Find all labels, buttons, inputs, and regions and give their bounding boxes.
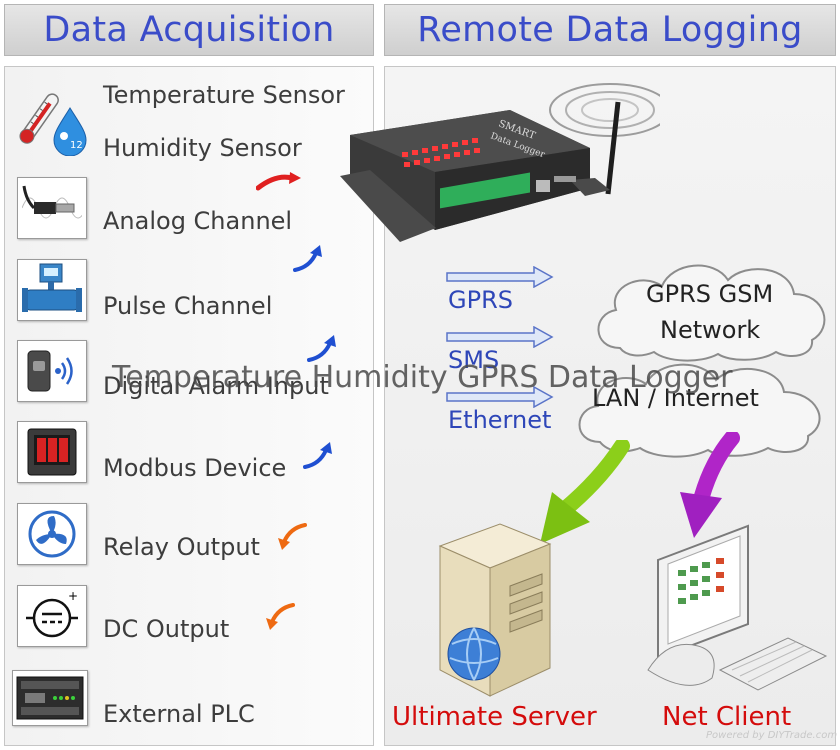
client-label: Net Client <box>662 702 792 732</box>
arrow-green-icon <box>540 440 630 544</box>
protocol-gprs: GPRS <box>448 286 513 314</box>
server-icon <box>430 520 590 698</box>
lan-cloud-label: LAN / Internet <box>592 384 759 412</box>
arrow-ethernet-icon <box>446 386 554 408</box>
arrow-gprs-icon <box>446 266 554 288</box>
remote-data-logging-title: Remote Data Logging <box>417 10 803 50</box>
input-label-humidity: Humidity Sensor <box>103 134 302 162</box>
wireless-alarm-icon <box>17 340 87 402</box>
arrow-blue-icon <box>307 335 336 362</box>
input-label-temperature: Temperature Sensor <box>103 81 345 109</box>
flow-meter-icon <box>17 259 87 321</box>
overlay-title: Temperature Humidity GPRS Data Logger <box>112 360 733 395</box>
lan-cloud-icon <box>578 363 821 458</box>
data-logger-device: SMART Data Logger <box>340 70 671 270</box>
arrow-blue-icon <box>293 245 322 272</box>
input-label-analog: Analog Channel <box>103 207 293 235</box>
arrow-orange-icon <box>278 523 307 550</box>
gsm-cloud-icon <box>597 264 826 362</box>
input-label-plc: External PLC <box>103 700 255 728</box>
data-acquisition-title: Data Acquisition <box>43 10 335 50</box>
client-computer-icon <box>628 520 828 698</box>
data-acquisition-header: Data Acquisition <box>4 4 374 56</box>
input-label-dc-output: DC Output <box>103 615 230 643</box>
arrow-blue-icon <box>303 442 332 469</box>
input-label-digital-alarm: Digital Alarm Input <box>103 372 329 400</box>
input-label-pulse: Pulse Channel <box>103 292 273 320</box>
server-label: Ultimate Server <box>392 702 597 732</box>
protocol-ethernet: Ethernet <box>448 406 552 434</box>
fan-icon <box>17 503 87 565</box>
arrow-orange-icon <box>266 603 295 630</box>
watermark: Powered by DIYTrade.com <box>706 730 838 741</box>
plc-icon <box>12 670 88 726</box>
arrow-red-icon <box>256 172 301 191</box>
protocol-sms: SMS <box>448 346 500 374</box>
thermometer-icon <box>14 88 64 150</box>
arrow-purple-icon <box>680 432 740 538</box>
arrow-sms-icon <box>446 326 554 348</box>
remote-data-logging-header: Remote Data Logging <box>384 4 836 56</box>
dc-symbol-icon: + <box>17 585 87 647</box>
water-drop-icon: 12 <box>50 106 90 157</box>
input-label-modbus: Modbus Device <box>103 454 287 482</box>
power-meter-icon <box>17 421 87 483</box>
input-label-relay: Relay Output <box>103 533 260 561</box>
gsm-cloud-label-line1: GPRS GSM <box>646 280 774 308</box>
sensor-probe-icon <box>17 177 87 239</box>
svg-text:+: + <box>68 590 78 603</box>
svg-text:12: 12 <box>70 140 83 151</box>
gsm-cloud-label-line2: Network <box>660 316 761 344</box>
